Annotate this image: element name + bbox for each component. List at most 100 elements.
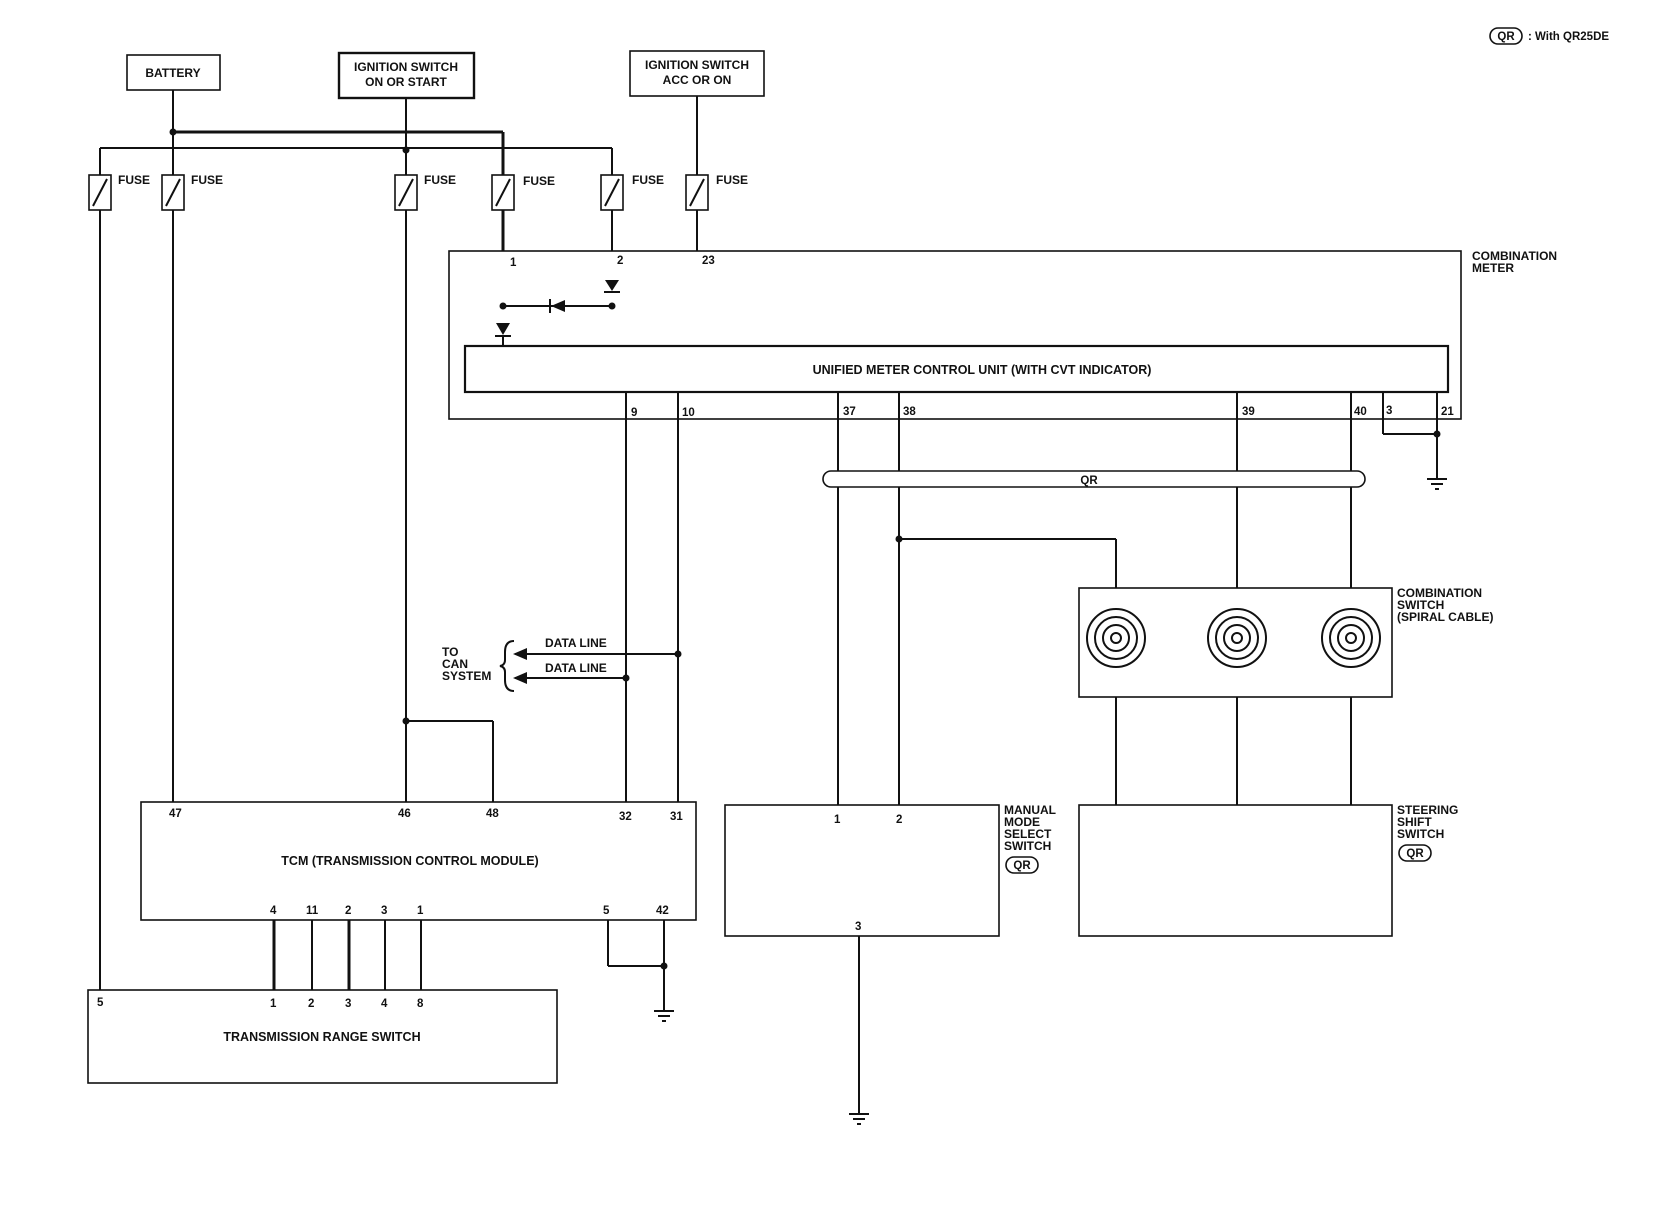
combination-switch-title-1: COMBINATION: [1397, 586, 1482, 600]
fuse-6-label: FUSE: [716, 173, 748, 187]
mms-pin-2: 2: [896, 814, 902, 826]
meter-pin-2: 2: [617, 255, 623, 267]
fuse-3-label: FUSE: [424, 173, 456, 187]
unified-meter-unit-label: UNIFIED METER CONTROL UNIT (WITH CVT IND…: [813, 363, 1152, 377]
trs-pin-8: 8: [417, 998, 424, 1010]
meter-pin-37: 37: [843, 406, 856, 418]
meter-pin-38: 38: [903, 406, 916, 418]
qr-harness: QR: [822, 470, 1366, 488]
fuse-2-label: FUSE: [191, 173, 223, 187]
legend: QR : With QR25DE: [1489, 27, 1609, 45]
fuse-1-label: FUSE: [118, 173, 150, 187]
battery-box: BATTERY: [126, 54, 221, 91]
trs-pin-1: 1: [270, 998, 277, 1010]
fuse-1: FUSE: [88, 173, 150, 211]
tcm-label: TCM (TRANSMISSION CONTROL MODULE): [281, 854, 538, 868]
combination-meter-title-1: COMBINATION: [1472, 249, 1557, 263]
fuse-6: FUSE: [685, 173, 748, 211]
fuse-3: FUSE: [394, 173, 456, 211]
spiral-cable-2: [1207, 608, 1267, 668]
combination-switch: COMBINATION SWITCH (SPIRAL CABLE): [1078, 586, 1493, 698]
fuse-4-label: FUSE: [523, 174, 555, 188]
mms-title-1: MANUAL: [1004, 803, 1056, 817]
tcm-pin-32: 32: [619, 811, 632, 823]
tcm-pin-1: 1: [417, 905, 424, 917]
fuse-2: FUSE: [161, 173, 223, 211]
diode-cross: [551, 300, 565, 312]
mms-title-2: MODE: [1004, 815, 1040, 829]
sss-title-1: STEERING: [1397, 803, 1458, 817]
ign-acc-on-line2: ACC OR ON: [663, 73, 732, 87]
meter-pin-3: 3: [1386, 405, 1392, 417]
can-to-label-2: CAN: [442, 657, 468, 671]
can-data-lines: DATA LINE DATA LINE TO CAN SYSTEM: [442, 636, 682, 692]
mms-title-3: SELECT: [1004, 827, 1052, 841]
ignition-acc-on-box: IGNITION SWITCH ACC OR ON: [629, 50, 765, 97]
spiral-cable-3: [1321, 608, 1381, 668]
fuses: FUSE FUSE FUSE FUSE FUSE FUSE: [88, 173, 748, 211]
ign-on-start-line2: ON OR START: [365, 75, 447, 89]
ground-manual-mode: [849, 1113, 869, 1125]
meter-pin-9: 9: [631, 407, 637, 419]
tcm-pin-4: 4: [270, 905, 277, 917]
combination-meter-title-2: METER: [1472, 261, 1514, 275]
diode-pin1: [496, 323, 510, 335]
trs-pin-5: 5: [97, 997, 104, 1009]
combination-meter: COMBINATION METER 1 2 23 UNIFIED METER C…: [448, 249, 1557, 420]
can-to-label-1: TO: [442, 645, 458, 659]
legend-badge-frame: [1489, 27, 1523, 45]
mms-title-4: SWITCH: [1004, 839, 1051, 853]
meter-pin-23: 23: [702, 255, 715, 267]
sss-badge-frame: [1398, 844, 1432, 862]
tcm-lower-wiring: [272, 920, 674, 1022]
tcm-pin-42: 42: [656, 905, 669, 917]
qr-harness-label: QR: [1080, 475, 1098, 487]
data-line-label-2: DATA LINE: [545, 661, 607, 675]
trs-label: TRANSMISSION RANGE SWITCH: [223, 1030, 420, 1044]
diode-pin2: [605, 280, 619, 291]
combination-switch-title-3: (SPIRAL CABLE): [1397, 610, 1493, 624]
ground-tcm: [654, 1010, 674, 1022]
ign-on-start-line1: IGNITION SWITCH: [354, 60, 458, 74]
meter-pin-39: 39: [1242, 406, 1255, 418]
tcm-pin-2: 2: [345, 905, 351, 917]
mms-pin-1: 1: [834, 814, 841, 826]
ground-meter: [1427, 478, 1447, 490]
battery-label: BATTERY: [145, 66, 200, 80]
sss-title-3: SWITCH: [1397, 827, 1444, 841]
data-line-label-1: DATA LINE: [545, 636, 607, 650]
mms-badge-frame: [1005, 856, 1039, 874]
meter-pin-1: 1: [510, 257, 517, 269]
spiral-cable-1: [1086, 608, 1146, 668]
can-to-label-3: SYSTEM: [442, 669, 491, 683]
trs-pin-4: 4: [381, 998, 388, 1010]
steering-shift-switch: STEERING SHIFT SWITCH QR: [1078, 803, 1458, 937]
meter-pin-40: 40: [1354, 406, 1367, 418]
mms-badge: QR: [1013, 860, 1031, 872]
tcm-pin-31: 31: [670, 811, 683, 823]
fuse-4: FUSE: [491, 174, 555, 211]
combination-switch-title-2: SWITCH: [1397, 598, 1444, 612]
meter-pin-21: 21: [1441, 406, 1454, 418]
sss-title-2: SHIFT: [1397, 815, 1432, 829]
tcm-46-48-link: [402, 717, 494, 802]
tcm-pin-3: 3: [381, 905, 387, 917]
transmission-range-switch: 5 1 2 3 4 8 TRANSMISSION RANGE SWITCH: [87, 989, 558, 1084]
tcm: 47 46 48 32 31 TCM (TRANSMISSION CONTROL…: [140, 801, 697, 921]
tcm-pin-47: 47: [169, 808, 182, 820]
can-brace: [499, 640, 515, 692]
tcm-pin-46: 46: [398, 808, 411, 820]
meter-pin-10: 10: [682, 407, 695, 419]
fuse-5: FUSE: [600, 173, 664, 211]
manual-mode-select-switch: 1 2 3 MANUAL MODE SELECT SWITCH QR: [724, 803, 1056, 1125]
sss-badge: QR: [1406, 848, 1424, 860]
legend-badge: QR: [1497, 31, 1515, 43]
power-wiring: [99, 90, 698, 175]
mms-pin-3: 3: [855, 921, 861, 933]
trs-pin-2: 2: [308, 998, 314, 1010]
ignition-on-start-box: IGNITION SWITCH ON OR START: [337, 51, 476, 100]
legend-text: : With QR25DE: [1528, 31, 1609, 43]
ign-acc-on-line1: IGNITION SWITCH: [645, 58, 749, 72]
tcm-pin-5: 5: [603, 905, 610, 917]
